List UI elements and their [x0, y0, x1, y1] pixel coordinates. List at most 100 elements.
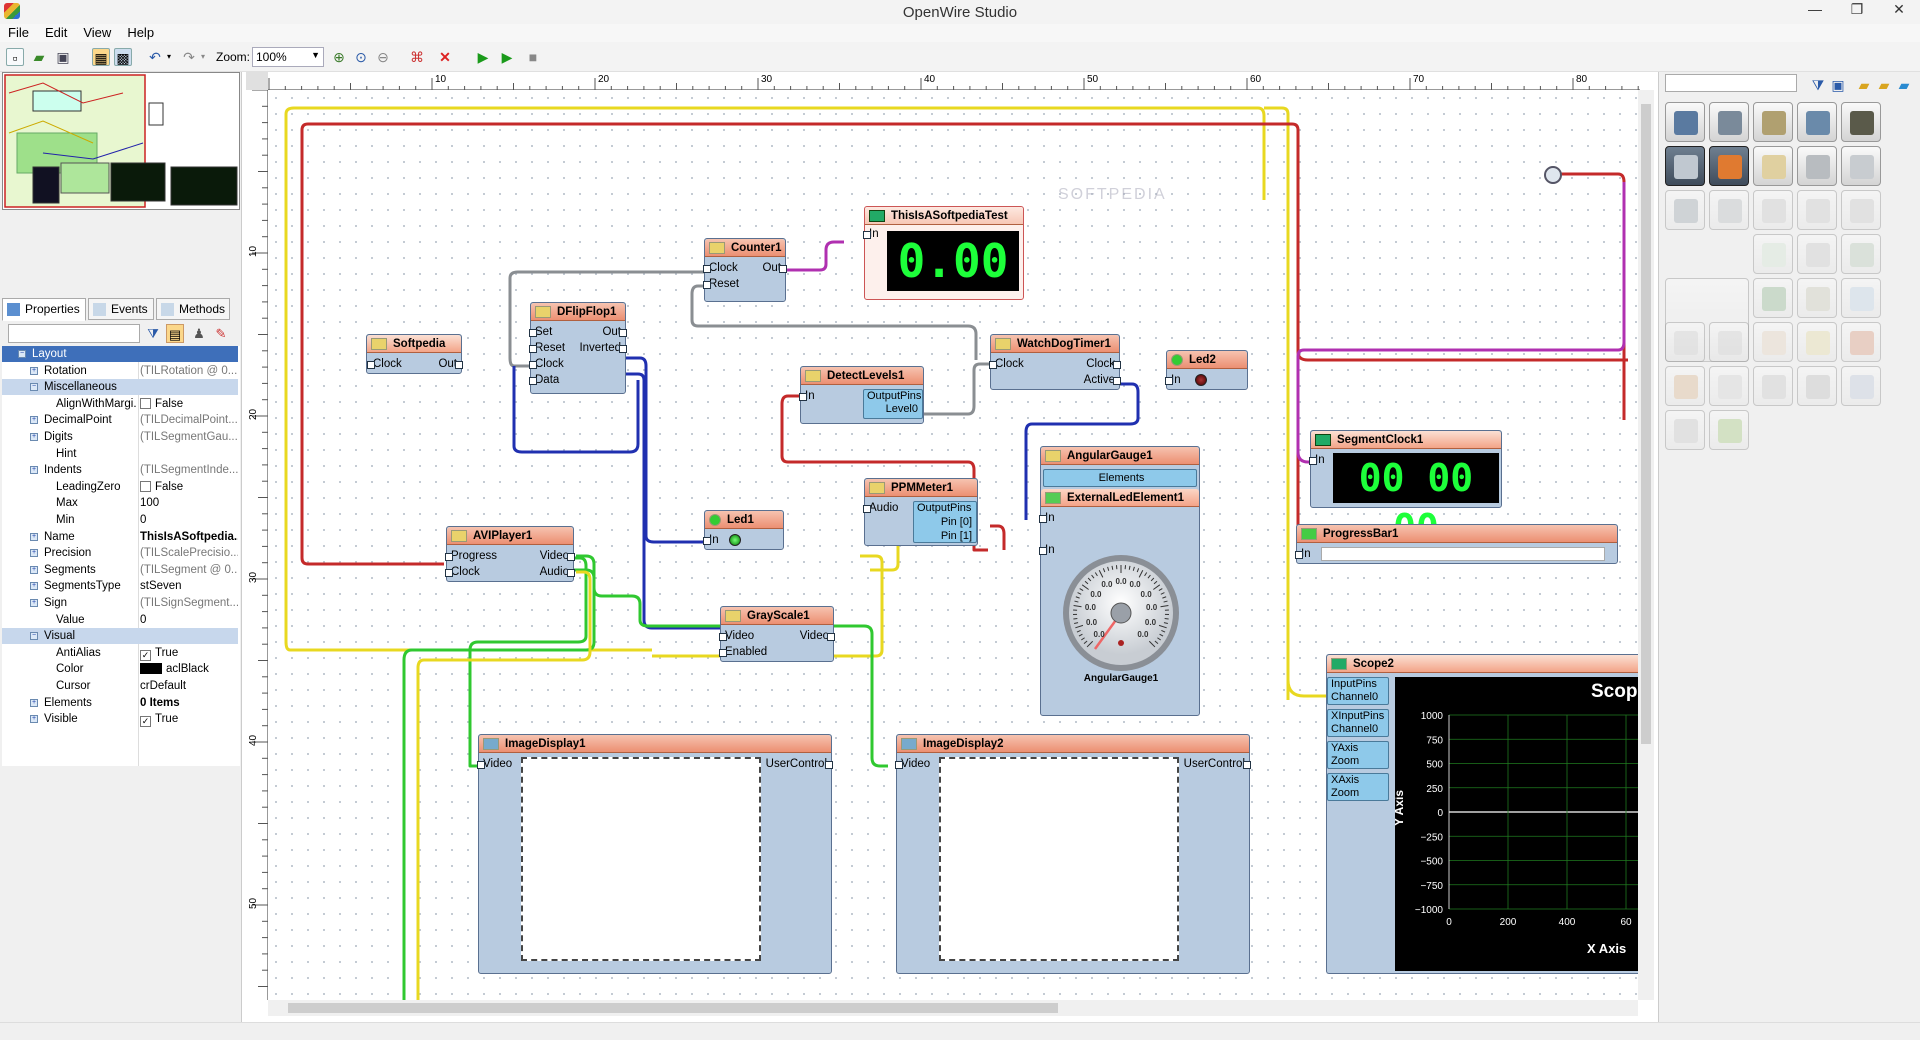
property-value[interactable]: 0 Items: [140, 695, 238, 711]
expand-icon[interactable]: +: [30, 565, 38, 574]
palette-item[interactable]: [1797, 234, 1837, 274]
property-row[interactable]: AntiAlias✓True: [2, 645, 238, 661]
expand-icon[interactable]: +: [30, 532, 38, 541]
led1-in-pin[interactable]: In: [703, 534, 719, 546]
ppm-meter-audio-pin[interactable]: Audio: [862, 502, 899, 514]
counter-reset-pin[interactable]: Reset: [702, 278, 740, 290]
palette-item[interactable]: [1797, 146, 1837, 186]
palette-item[interactable]: [1665, 322, 1705, 362]
palette-item[interactable]: [1753, 146, 1793, 186]
vertical-scrollbar[interactable]: [1638, 90, 1654, 1000]
property-value[interactable]: [140, 628, 238, 644]
dflipflop-data-pin[interactable]: Data: [528, 374, 560, 386]
palette-item[interactable]: [1797, 190, 1837, 230]
pin-icon[interactable]: ✎: [215, 326, 227, 341]
snap-icon[interactable]: ▦: [92, 48, 110, 66]
palette-item[interactable]: [1753, 234, 1793, 274]
property-value[interactable]: 100: [140, 495, 238, 511]
new-icon[interactable]: ▫: [6, 48, 24, 66]
property-row[interactable]: +Digits(TILSegmentGau...: [2, 429, 238, 445]
watchdog-active-pin[interactable]: Active: [1083, 374, 1122, 386]
property-value[interactable]: (TILRotation @ 0...: [140, 363, 238, 379]
tab-properties[interactable]: Properties: [2, 298, 86, 321]
dflipflop-clock-pin[interactable]: Clock: [529, 358, 564, 370]
property-value[interactable]: ✓True: [140, 645, 238, 661]
filter-icon[interactable]: ⧩: [147, 326, 159, 341]
folder-icon[interactable]: ▰: [1858, 77, 1870, 93]
image-display2-video-pin[interactable]: Video: [894, 758, 931, 770]
horizontal-scrollbar[interactable]: [268, 1000, 1638, 1016]
expand-icon[interactable]: +: [30, 599, 38, 607]
counter-out-pin[interactable]: Out: [762, 262, 787, 274]
palette-item[interactable]: [1841, 322, 1881, 362]
palette-item[interactable]: [1709, 146, 1749, 186]
expand-icon[interactable]: +: [30, 433, 38, 441]
expand-icon[interactable]: +: [30, 698, 38, 707]
property-value[interactable]: False: [140, 479, 238, 495]
avi-player-audio-pin[interactable]: Audio: [539, 566, 576, 578]
property-value[interactable]: [140, 379, 238, 395]
avi-player-clock-pin[interactable]: Clock: [445, 566, 480, 578]
menu-help[interactable]: Help: [127, 25, 155, 40]
palette-item[interactable]: [1665, 410, 1705, 450]
palette-search-input[interactable]: [1665, 74, 1797, 92]
connection-node[interactable]: [1544, 166, 1562, 184]
property-row[interactable]: +DecimalPoint(TILDecimalPoint...: [2, 412, 238, 428]
expand-icon[interactable]: +: [30, 582, 38, 591]
palette-view-icon[interactable]: ▣: [1831, 77, 1845, 93]
led2-in-pin[interactable]: In: [1165, 374, 1181, 386]
tab-events[interactable]: Events: [88, 298, 154, 320]
property-value[interactable]: (TILScalePrecisio...: [140, 545, 238, 561]
palette-item[interactable]: [1841, 234, 1881, 274]
softpedia-out-pin[interactable]: Out: [438, 358, 463, 370]
property-value[interactable]: (TILSegmentGau...: [140, 429, 238, 445]
watchdog-component[interactable]: WatchDogTimer1 Clock Clock Active: [989, 334, 1122, 390]
palette-item[interactable]: [1797, 278, 1837, 318]
property-search-input[interactable]: [8, 324, 140, 343]
segment-display-component[interactable]: ThisIsASoftpediaTest In 0.00: [863, 206, 1024, 300]
checkbox[interactable]: [140, 397, 151, 409]
watchdog-clock-in-pin[interactable]: Clock: [989, 358, 1024, 370]
grayscale-component[interactable]: GrayScale1 Video Enabled Video: [718, 606, 836, 662]
checkbox[interactable]: ✓: [140, 649, 151, 661]
play-icon[interactable]: ▶: [501, 49, 513, 65]
property-value[interactable]: 0: [140, 612, 238, 628]
zoom-out-icon[interactable]: ⊖: [377, 49, 389, 65]
progress-bar-in-pin[interactable]: In: [1295, 548, 1311, 560]
minimize-button[interactable]: —: [1808, 1, 1822, 17]
palette-item[interactable]: [1665, 278, 1749, 362]
expand-icon[interactable]: +: [30, 466, 38, 475]
property-row[interactable]: +Precision(TILScalePrecisio...: [2, 545, 238, 561]
palette-item[interactable]: [1709, 102, 1749, 142]
zoom-fit-icon[interactable]: ⊙: [355, 49, 367, 65]
restore-button[interactable]: ❐: [1850, 1, 1864, 17]
counter-component[interactable]: Counter1 Clock Reset Out: [702, 238, 787, 302]
palette-item[interactable]: [1841, 146, 1881, 186]
property-row[interactable]: +Visible✓True: [2, 711, 238, 728]
property-value[interactable]: 0: [140, 512, 238, 528]
property-row[interactable]: −Layout: [2, 346, 238, 362]
image-display1-video-pin[interactable]: Video: [476, 758, 513, 770]
property-value[interactable]: (TILSegment @ 0...: [140, 562, 238, 578]
undo-dropdown-icon[interactable]: ▾: [166, 52, 171, 61]
run-icon[interactable]: ▶: [477, 49, 489, 65]
zoom-select[interactable]: 100%▼: [252, 47, 324, 67]
expand-icon[interactable]: −: [30, 383, 38, 392]
palette-item[interactable]: [1841, 190, 1881, 230]
dflipflop-out-pin[interactable]: Out: [602, 326, 627, 338]
dflipflop-inverted-pin[interactable]: Inverted: [579, 342, 627, 354]
segment-display-in-pin[interactable]: In: [863, 228, 879, 240]
grayscale-video-in-pin[interactable]: Video: [718, 630, 755, 642]
grid-icon[interactable]: ▩: [114, 48, 132, 66]
categorize-icon[interactable]: ▤: [166, 324, 184, 343]
property-value[interactable]: (TILSignSegment...: [140, 595, 238, 611]
palette-item[interactable]: [1841, 366, 1881, 406]
palette-item[interactable]: [1665, 102, 1705, 142]
progress-bar-component[interactable]: ProgressBar1 In: [1295, 524, 1618, 564]
